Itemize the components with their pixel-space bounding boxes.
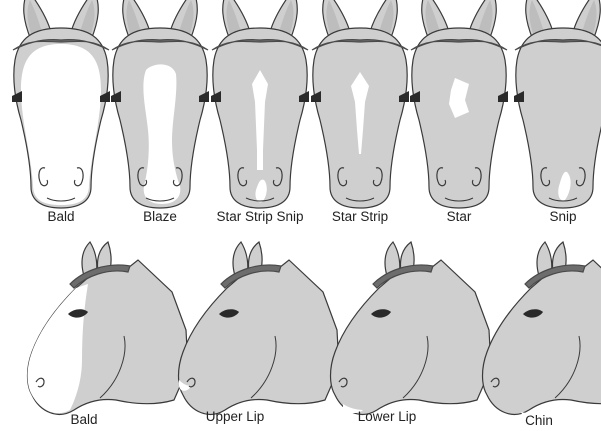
horse-face	[516, 28, 601, 208]
label-side-chin: Chin	[525, 413, 553, 429]
label-front-star: Star	[447, 209, 472, 225]
horse-head	[483, 260, 601, 414]
front-head-star	[410, 0, 508, 208]
front-head-snip	[514, 0, 601, 208]
horse-head	[179, 260, 340, 414]
horse-face	[412, 28, 506, 208]
front-head-star-strip	[311, 0, 409, 208]
side-head-bald	[28, 242, 189, 414]
side-head-lower-lip	[331, 242, 492, 414]
front-head-blaze	[111, 0, 209, 208]
label-front-bald: Bald	[47, 209, 74, 225]
label-front-snip: Snip	[549, 209, 576, 225]
label-side-lower-lip: Lower Lip	[358, 409, 417, 425]
front-head-star-strip-snip	[211, 0, 309, 208]
label-front-star-strip-snip: Star Strip Snip	[216, 209, 303, 225]
label-front-blaze: Blaze	[143, 209, 177, 225]
label-side-bald: Bald	[70, 412, 97, 428]
label-side-upper-lip: Upper Lip	[206, 409, 265, 425]
side-head-chin	[483, 242, 601, 417]
white-marking-bald	[21, 44, 101, 205]
side-head-upper-lip	[179, 242, 340, 414]
horse-head	[331, 260, 492, 414]
front-head-bald	[12, 0, 110, 208]
label-front-star-strip: Star Strip	[332, 209, 388, 225]
